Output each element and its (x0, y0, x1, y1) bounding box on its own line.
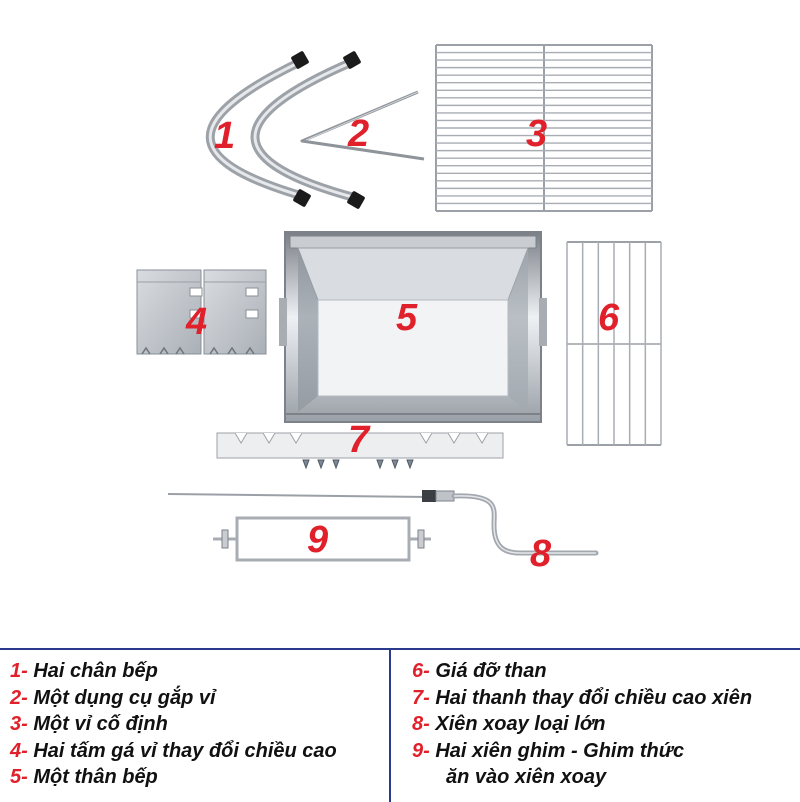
part-5-grill-body (279, 231, 547, 423)
callout-1: 1 (214, 115, 235, 157)
legend-item-3: 3- Một vỉ cố định (10, 713, 168, 735)
part-9-meat-forks (213, 516, 431, 562)
legend-item-5: 5- Một thân bếp (10, 766, 158, 788)
callout-4: 4 (185, 301, 207, 343)
part-1-grill-legs (205, 51, 365, 209)
parts-legend: 1- Hai chân bếp 2- Một dụng cụ gắp vỉ 3-… (0, 648, 800, 802)
legend-item-9-continued: ăn vào xiên xoay (446, 766, 607, 788)
part-7-skewer-height-bars (216, 432, 504, 470)
part-8-rotisserie-skewer (167, 490, 599, 556)
callout-7: 7 (348, 419, 371, 461)
legend-item-9: 9- Hai xiên ghim - Ghim thức (412, 739, 685, 762)
part-3-fixed-grill-grate (435, 44, 653, 212)
callout-6: 6 (598, 297, 620, 339)
legend-item-1: 1- Hai chân bếp (10, 660, 158, 682)
legend-column-left: 1- Hai chân bếp 2- Một dụng cụ gắp vỉ 3-… (10, 658, 337, 791)
legend-item-2: 2- Một dụng cụ gắp vỉ (10, 686, 216, 709)
exploded-parts-diagram: 1 2 3 4 5 6 7 8 9 (136, 44, 662, 575)
legend-item-6: 6- Giá đỡ than (412, 660, 547, 682)
callout-2: 2 (347, 113, 369, 155)
callout-9: 9 (307, 519, 328, 561)
part-4-height-adjust-plates (136, 269, 267, 355)
part-2-grill-tongs (300, 90, 425, 161)
callout-5: 5 (396, 297, 418, 339)
callout-3: 3 (526, 113, 547, 155)
legend-item-4: 4- Hai tấm gá vỉ thay đổi chiều cao (10, 739, 337, 762)
callout-8: 8 (530, 533, 552, 575)
part-6-charcoal-rack (566, 241, 662, 446)
legend-item-7: 7- Hai thanh thay đổi chiều cao xiên (412, 686, 753, 709)
legend-item-8: 8- Xiên xoay loại lớn (412, 713, 606, 735)
legend-column-right: 6- Giá đỡ than 7- Hai thanh thay đổi chi… (412, 658, 752, 791)
legend-divider (389, 650, 391, 802)
